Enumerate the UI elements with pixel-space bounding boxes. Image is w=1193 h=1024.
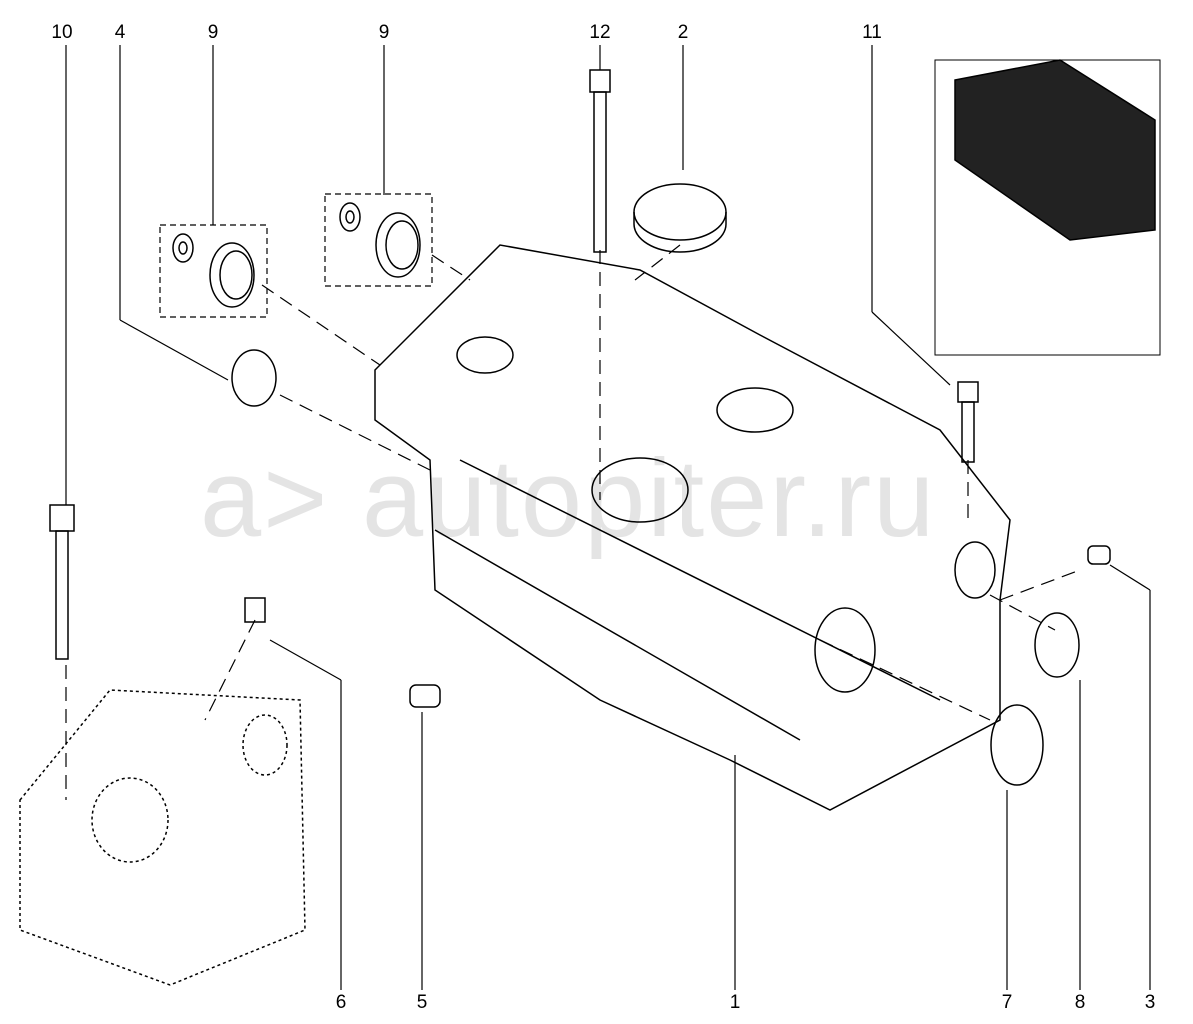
bolt-icon [49, 69, 979, 660]
callout-12: 12 [589, 22, 611, 43]
callout-2: 2 [677, 22, 689, 43]
dashed-assembly-lines [65, 244, 1081, 800]
callout-7: 7 [1001, 992, 1013, 1013]
callout-1: 1 [729, 992, 741, 1013]
callout-4: 4 [114, 22, 126, 43]
callout-6: 6 [335, 992, 347, 1013]
cylinder-head [374, 244, 1011, 811]
leader-lines [65, 45, 1151, 990]
callout-9-left: 9 [207, 22, 219, 43]
seal-kit-box-right [324, 193, 433, 287]
oil-seal-icon [172, 202, 421, 308]
callout-8: 8 [1074, 992, 1086, 1013]
watermark: a> autopiter.ru [200, 437, 937, 560]
callout-11: 11 [862, 22, 882, 43]
seal-kit-box-left [159, 224, 268, 318]
engine-thumbnail [934, 59, 1161, 356]
head-reference-block [19, 689, 306, 986]
callout-10: 10 [51, 22, 73, 43]
callout-9-right: 9 [378, 22, 390, 43]
plug-icon [231, 183, 1111, 786]
callout-3: 3 [1144, 992, 1156, 1013]
callout-5: 5 [416, 992, 428, 1013]
